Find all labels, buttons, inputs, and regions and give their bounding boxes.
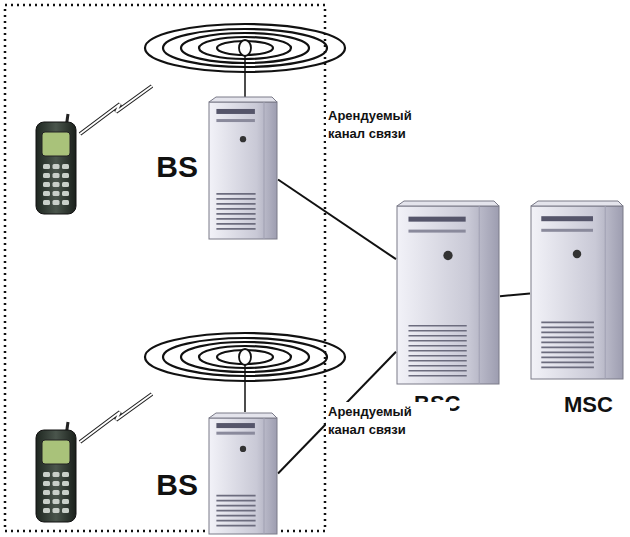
leased-line — [278, 180, 396, 260]
server-icon — [208, 96, 278, 240]
node-label: BS — [156, 152, 198, 182]
mobile-phone — [36, 394, 152, 522]
server-icon — [208, 412, 278, 535]
mobile-phone — [36, 86, 152, 214]
server-unit — [209, 413, 277, 534]
server-unit — [531, 201, 623, 379]
server-node: BS — [208, 412, 278, 535]
server-node: BS — [208, 96, 278, 240]
node-label: MSC — [564, 394, 613, 416]
antenna — [145, 24, 345, 98]
server-icon — [396, 200, 500, 385]
edge-label: Арендуемый канал связи — [326, 106, 450, 143]
server-unit — [397, 201, 499, 384]
server-node: BSC — [396, 200, 500, 385]
server-unit — [209, 97, 277, 239]
leased-line — [500, 294, 530, 297]
node-label: BS — [156, 470, 198, 500]
antenna — [145, 333, 345, 412]
server-node: MSC — [530, 200, 624, 380]
edge-label: Арендуемый канал связи — [326, 402, 450, 439]
server-icon — [530, 200, 624, 380]
